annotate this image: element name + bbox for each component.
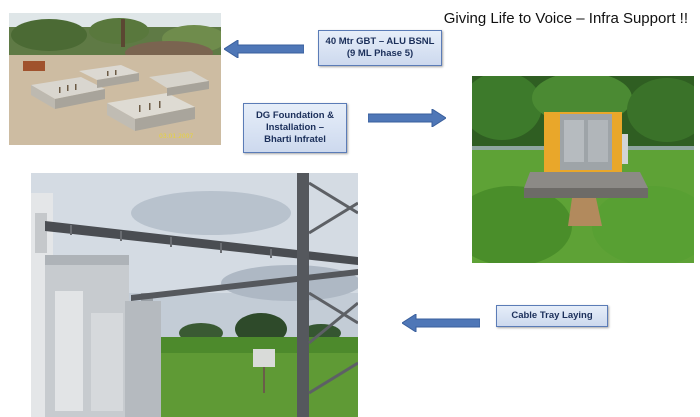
gbt-caption-line1: 40 Mtr GBT – ALU BSNL — [325, 36, 435, 47]
arrow-left-icon — [224, 40, 304, 58]
arrow-right-icon — [368, 109, 446, 127]
gbt-caption-box: 40 Mtr GBT – ALU BSNL (9 ML Phase 5) — [318, 30, 442, 66]
photo-date-stamp: 03.01.2007 — [159, 133, 194, 140]
cable-tray-photo — [31, 173, 358, 417]
dg-caption-line2: Installation – — [265, 122, 325, 133]
dg-caption-line1: DG Foundation & — [255, 110, 335, 121]
gbt-caption-line2: (9 ML Phase 5) — [346, 48, 414, 59]
dg-caption-line3: Bharti Infratel — [264, 134, 326, 145]
dg-set-photo — [472, 76, 694, 263]
arrow-left-icon — [402, 314, 480, 332]
cable-caption-line1: Cable Tray Laying — [511, 310, 593, 321]
cable-caption-box: Cable Tray Laying — [496, 305, 608, 327]
dg-caption-box: DG Foundation & Installation – Bharti In… — [243, 103, 347, 153]
foundation-photo: 03.01.2007 — [9, 13, 221, 145]
slide-title: Giving Life to Voice – Infra Support !! — [443, 10, 688, 27]
